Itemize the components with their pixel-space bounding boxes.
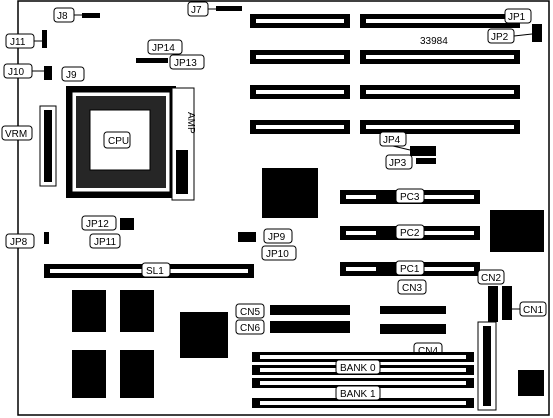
cpu-socket: CPU AMP	[66, 86, 196, 201]
bank1-label-box	[335, 385, 381, 401]
j10-j9-connector	[44, 66, 52, 80]
j7-label: J7	[191, 5, 202, 16]
pc3-label-box	[395, 188, 425, 204]
cn2-label: CN2	[481, 273, 501, 284]
jp4-label: JP4	[383, 135, 401, 146]
cn6-connector	[270, 321, 350, 333]
cn6-label-box	[235, 319, 265, 335]
keyboard-connector	[518, 370, 544, 396]
cn4-label: CN4	[418, 346, 438, 357]
jp12-label: JP12	[86, 219, 109, 230]
sl1-label: SL1	[146, 266, 164, 277]
j10-label: J10	[8, 67, 25, 78]
jp8-label-box	[5, 233, 35, 249]
cpu-label: CPU	[108, 136, 129, 147]
jp14-label-box	[147, 39, 183, 55]
cn5-connector	[270, 305, 350, 315]
cn1-label: CN1	[523, 305, 543, 316]
jp11-label-box	[89, 233, 121, 249]
board-id: 33984	[420, 36, 448, 47]
pc2-label: PC2	[400, 228, 420, 239]
pc1-label: PC1	[400, 264, 420, 275]
right-ic	[490, 210, 544, 252]
j7-connector	[216, 6, 242, 11]
isa-slots	[250, 14, 520, 134]
jp4-jumpers	[410, 146, 436, 156]
jp14-label: JP14	[152, 43, 175, 54]
pc3-label: PC3	[400, 192, 420, 203]
jp10-label-box	[261, 245, 297, 261]
j8-connector	[82, 13, 100, 18]
jp11-label: JP11	[94, 237, 116, 248]
jp1-jp2-jumpers	[532, 24, 542, 42]
cn5-label: CN5	[240, 307, 260, 318]
amp-label: AMP	[185, 112, 196, 134]
cache-ics	[72, 290, 228, 398]
vrm-label-box	[1, 125, 33, 141]
cn4-connector	[380, 324, 446, 334]
jp9-jp10-jumpers	[238, 232, 256, 242]
j11-connector	[42, 30, 47, 48]
pc1-label-box	[395, 260, 425, 276]
jp12-label-box	[81, 215, 117, 231]
j8-label: J8	[57, 11, 68, 22]
j9-label: J9	[66, 70, 77, 81]
j9-label-box	[61, 66, 85, 82]
jp1-label-box	[504, 8, 532, 24]
cn5-label-box	[235, 303, 265, 319]
jp8-label: JP8	[10, 237, 28, 248]
cn6-label: CN6	[240, 323, 260, 334]
bank1-label: BANK 1	[340, 389, 376, 400]
cn2-label-box	[477, 269, 505, 285]
jp14-jp13-jumpers	[136, 58, 168, 63]
vrm-label: VRM	[5, 129, 27, 140]
bank0-label-box	[335, 359, 381, 375]
pc2-label-box	[395, 224, 425, 240]
sl1-label-box	[141, 262, 171, 278]
jp10-label: JP10	[266, 249, 289, 260]
jp13-label-box	[169, 54, 205, 70]
jp3-label: JP3	[389, 158, 407, 169]
jp9-label: JP9	[268, 232, 286, 243]
cn1-connector	[502, 286, 512, 320]
jp2-label: JP2	[491, 32, 509, 43]
jp8-jumper	[44, 232, 49, 244]
jp12-jp11-jumpers	[120, 218, 134, 230]
bank0-label: BANK 0	[340, 363, 376, 374]
jp1-label: JP1	[508, 12, 526, 23]
j11-label: J11	[10, 37, 26, 48]
cn3-connector	[380, 306, 446, 314]
jp9-label-box	[263, 228, 293, 244]
cn3-label-box	[397, 279, 427, 295]
jp3-jumpers	[416, 158, 436, 164]
cn2-connector	[488, 286, 498, 322]
jp13-label: JP13	[174, 58, 197, 69]
chipset-ic	[262, 168, 318, 218]
jp3-label-box	[385, 154, 413, 170]
cn3-label: CN3	[402, 283, 422, 294]
